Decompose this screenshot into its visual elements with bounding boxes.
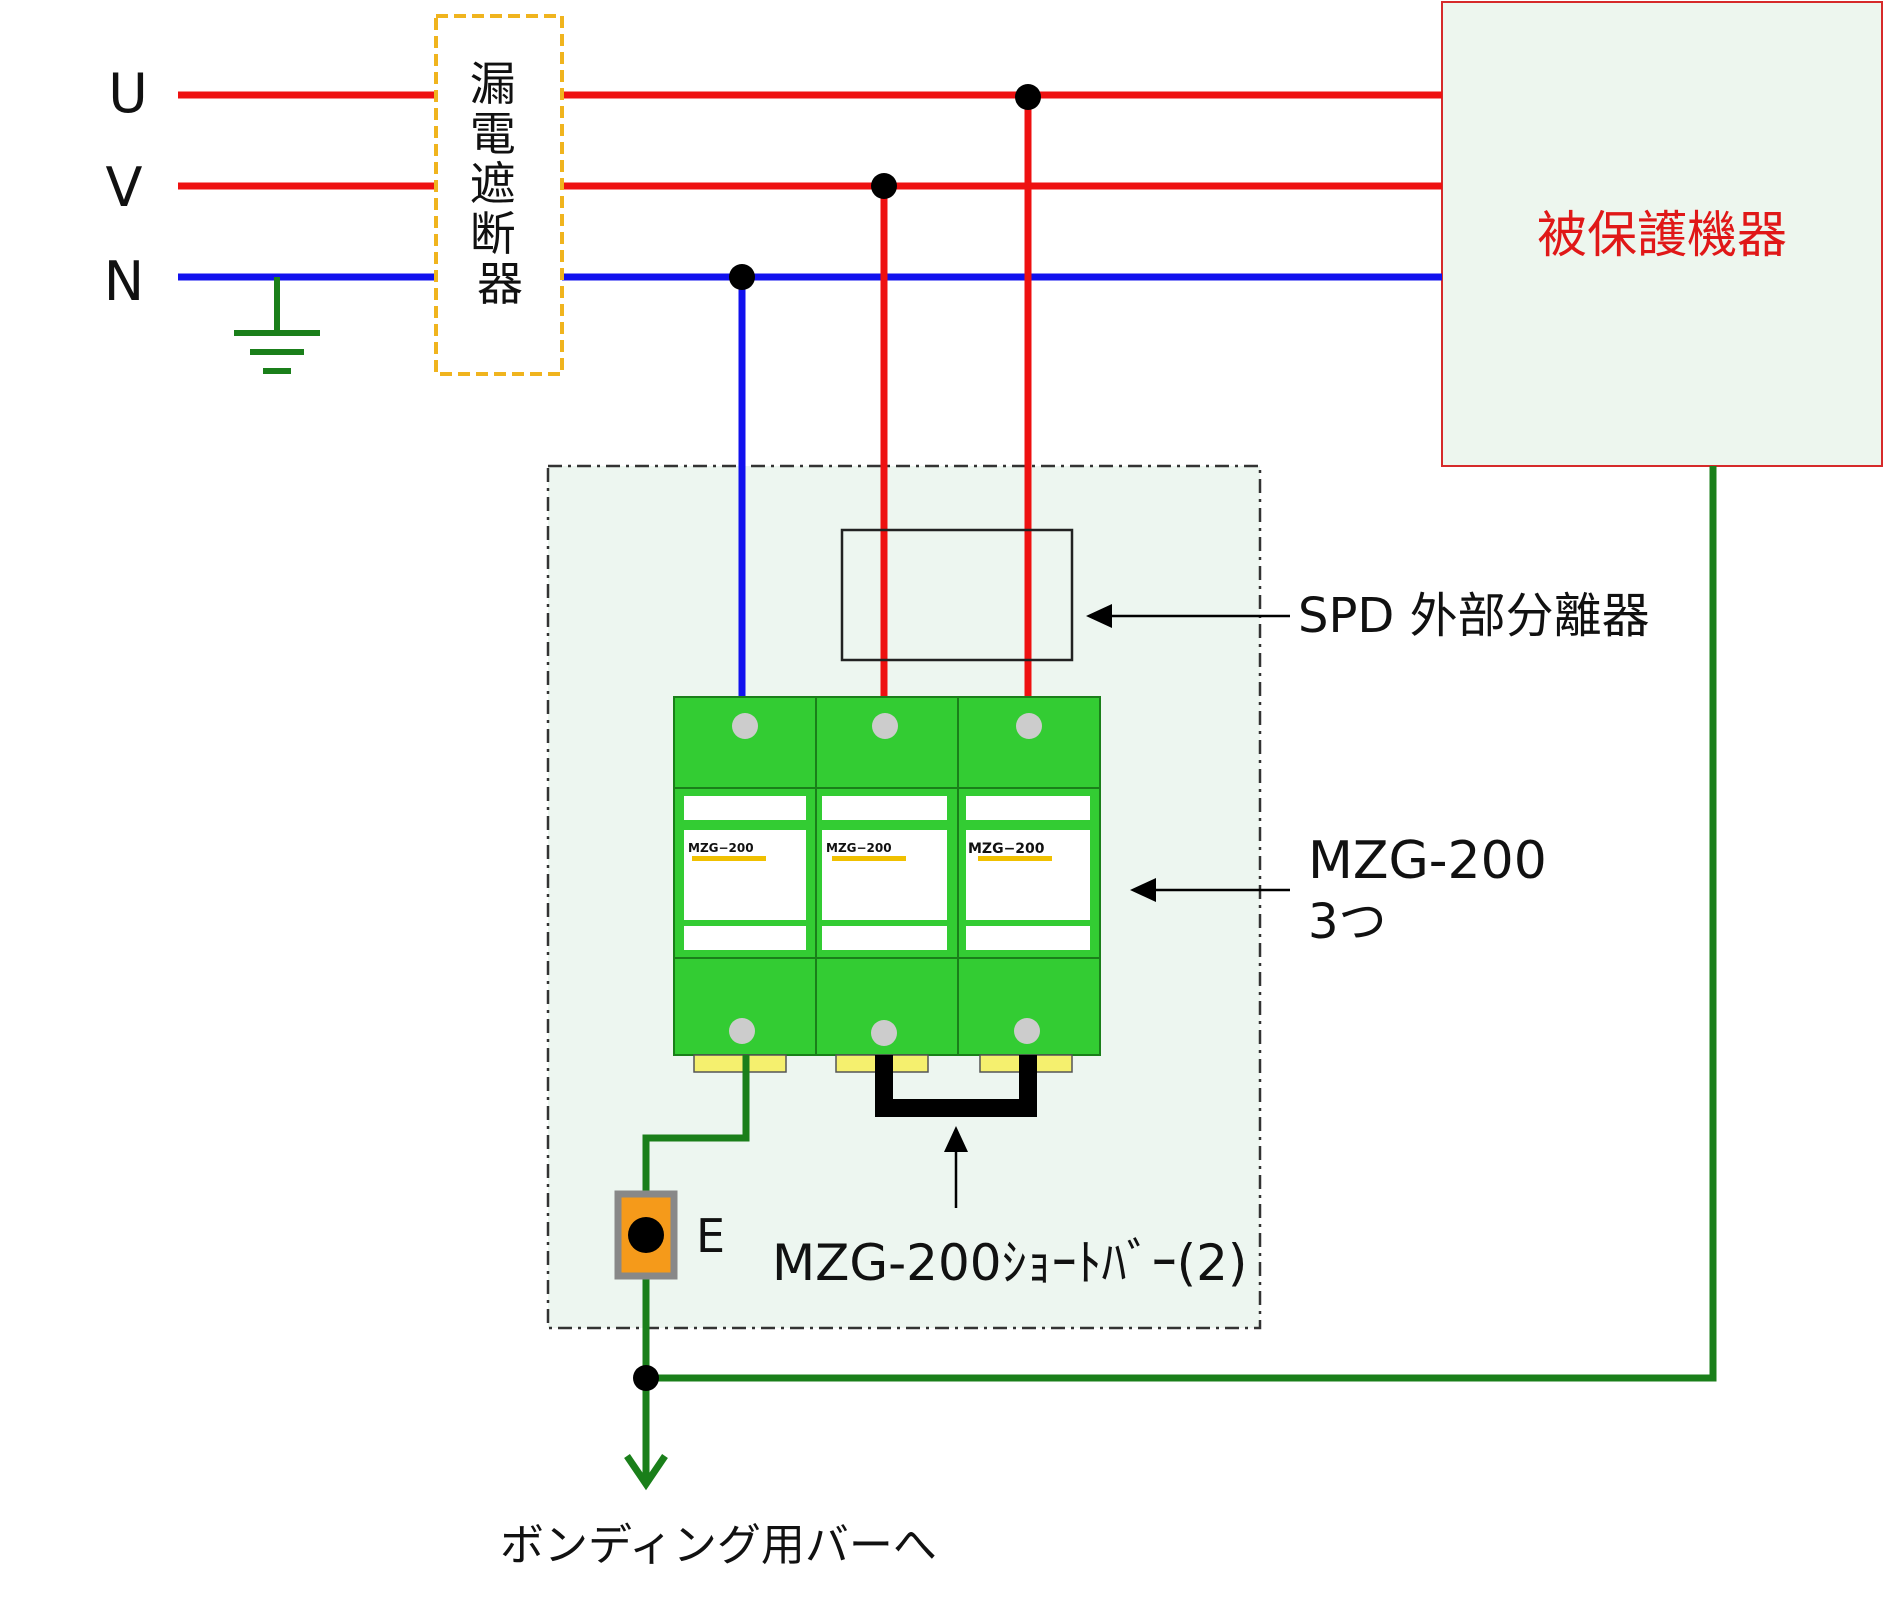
spd-module-3-label: MZG−200 (968, 841, 1045, 857)
spd-module-2 (815, 696, 959, 1073)
mzg-arrow (1130, 878, 1290, 902)
short-bar (875, 1055, 1037, 1117)
earth-terminal-dot (628, 1217, 664, 1253)
mzg-label-line1: MZG-200 (1308, 831, 1547, 891)
junction-dot-u (1015, 84, 1041, 110)
spd-module-2-label: MZG−200 (826, 841, 892, 855)
v-line-label: V (106, 156, 143, 219)
junction-dot-v (871, 173, 897, 199)
junction-dot-n (729, 264, 755, 290)
ground-junction-dot (633, 1365, 659, 1391)
spd-module-1-label: MZG−200 (688, 841, 754, 855)
u-line-label: U (108, 62, 148, 125)
bonding-label: ボンディング用バーへ (500, 1520, 937, 1571)
spd-disconnector-box (840, 528, 1074, 662)
ground-symbol (234, 277, 320, 374)
mzg-label-line2: 3つ (1308, 894, 1387, 950)
spd-module-3 (957, 696, 1101, 1073)
leakage-breaker-box (434, 14, 564, 376)
spd-module-1 (673, 696, 817, 1073)
leakage-breaker-label: 漏 電 遮 断 器 (470, 57, 531, 311)
protected-device-label: 被保護機器 (1537, 206, 1787, 264)
protected-device-box (1441, 1, 1883, 467)
earth-terminal-label: E (696, 1209, 725, 1263)
bonding-arrow-head (624, 1454, 668, 1491)
device-ground-wire (646, 466, 1717, 1382)
n-line-label: N (104, 250, 144, 313)
short-bar-arrow (944, 1126, 968, 1208)
short-bar-label: MZG-200ｼｮｰﾄﾊﾞｰ(2) (772, 1234, 1247, 1292)
spd-disconnector-label: SPD 外部分離器 (1298, 588, 1650, 644)
spd-disconnector-arrow (1086, 604, 1290, 628)
